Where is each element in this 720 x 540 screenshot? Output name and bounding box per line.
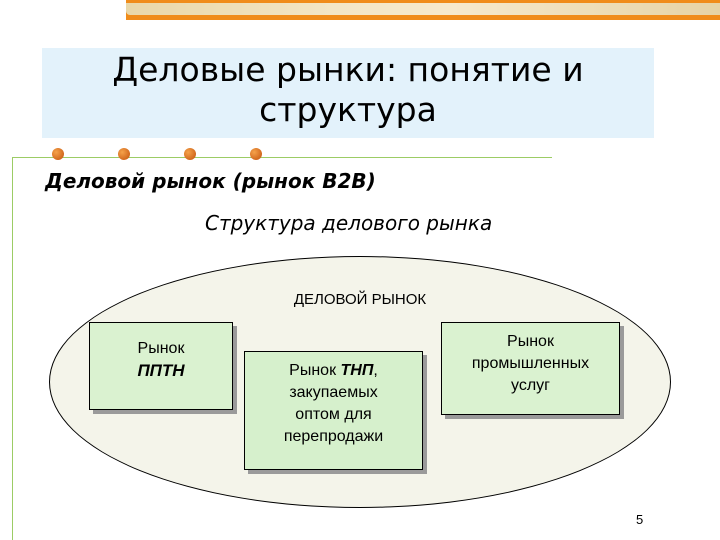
tnp-line1: Рынок ТНП, (245, 360, 422, 382)
ellipse-label: ДЕЛОВОЙ РЫНОК (293, 291, 427, 308)
pptn-line2: ППТН (137, 361, 185, 380)
bullet-dot-4 (250, 148, 262, 160)
tnp-line3: оптом для (295, 406, 372, 423)
banner-image-strip (126, 3, 720, 15)
bullet-dot-3 (184, 148, 196, 160)
services-line3: услуг (511, 377, 550, 394)
services-line1: Рынок (507, 333, 554, 350)
tnp-line1-prefix: Рынок (289, 362, 341, 379)
structure-title: Структура делового рынка (205, 211, 493, 235)
services-line2: промышленных (471, 355, 590, 372)
slide-title: Деловые рынки: понятие и структура (112, 50, 584, 129)
tnp-line2: закупаемых (289, 384, 378, 401)
title-rule (12, 157, 552, 158)
left-rule (12, 157, 13, 540)
page-number: 5 (636, 512, 644, 527)
bullet-dot-2 (118, 148, 130, 160)
top-decorative-banner (126, 0, 720, 20)
tnp-line1-suffix: , (373, 362, 378, 379)
bullet-dot-1 (52, 148, 64, 160)
industrial-services-market-box: Рынок промышленных услуг (441, 322, 620, 415)
pptn-line1: Рынок (137, 340, 185, 357)
slide-subtitle: Деловой рынок (рынок В2В) (45, 169, 376, 193)
title-background (42, 48, 654, 138)
tnp-market-box: Рынок ТНП, закупаемых оптом для перепрод… (244, 351, 423, 470)
tnp-line1-em: ТНП (340, 362, 374, 379)
pptn-market-box: Рынок ППТН (89, 322, 233, 410)
tnp-line4: перепродажи (283, 428, 384, 445)
